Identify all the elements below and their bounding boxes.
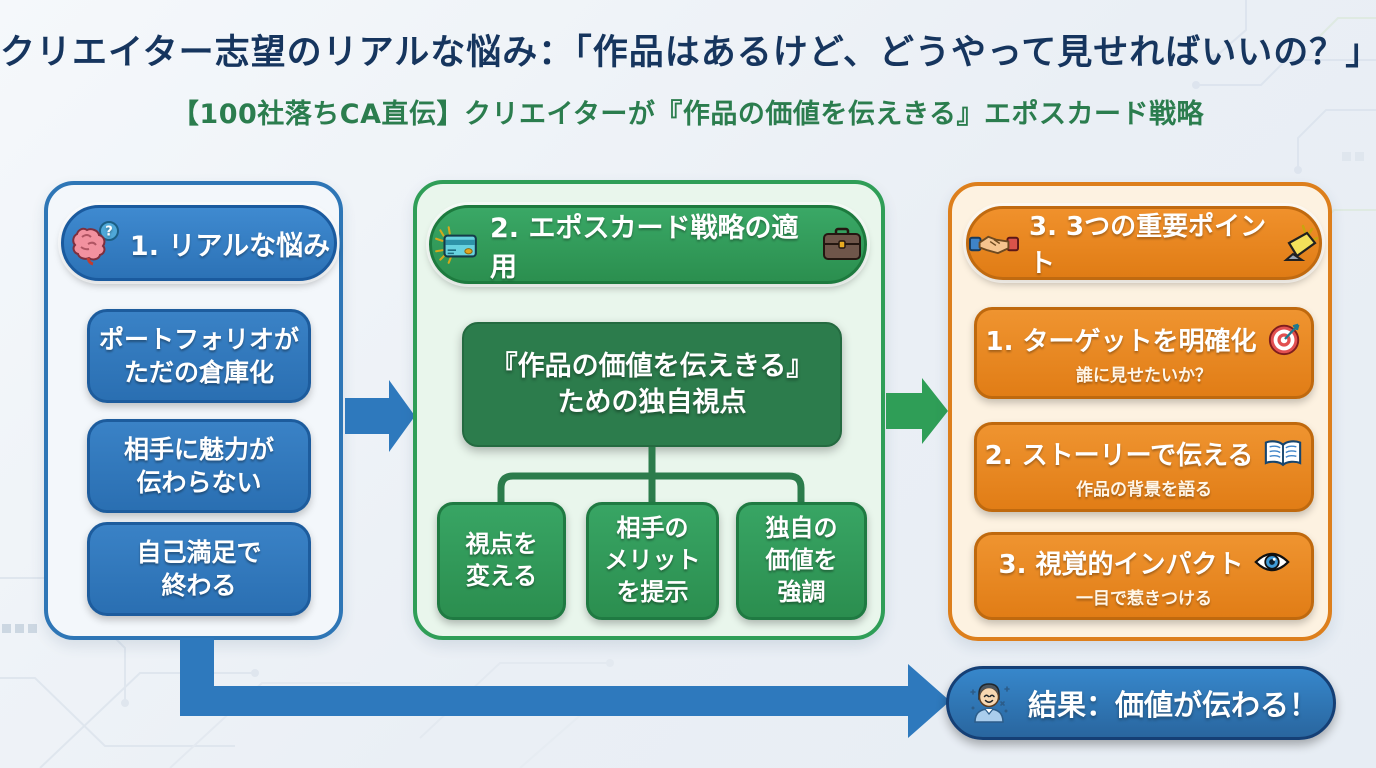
problem-item-3: 自己満足で 終わる (87, 522, 311, 616)
spotlight-icon (1279, 223, 1319, 263)
svg-text:?: ? (105, 225, 113, 240)
strategy-branch-2: 相手の メリット を提示 (586, 502, 719, 620)
point-item-1-title-row: 1. ターゲットを明確化 (985, 321, 1302, 358)
handshake-icon (969, 228, 1019, 259)
point-item-3-title: 3. 視覚的インパクト (998, 549, 1244, 580)
point-item-3-subtitle: 一目で惹きつける (1076, 588, 1212, 609)
strategy-branch-3: 独自の 価値を 強調 (736, 502, 867, 620)
strategy-branch-1: 視点を 変える (437, 502, 566, 620)
open-book-icon (1263, 439, 1303, 468)
point-item-1: 1. ターゲットを明確化 誰に見せたいか？ (974, 307, 1314, 399)
points-panel: 3. 3つの重要ポイント 1. ターゲットを明確化 (948, 182, 1332, 641)
brain-icon: ? (68, 220, 120, 266)
result-label: 結果：価値が伝わる！ (1027, 688, 1318, 722)
point-item-1-subtitle: 誰に見せたいか？ (1076, 365, 1212, 386)
point-item-3: 3. 視覚的インパクト 一目で惹きつける (974, 532, 1314, 620)
point-item-2-title: 2. ストーリーで伝える (984, 440, 1254, 471)
strategy-header-label: 2. エポスカード戦略の適用 (490, 212, 799, 283)
point-item-2-title-row: 2. ストーリーで伝える (985, 435, 1304, 472)
points-header-pill: 3. 3つの重要ポイント (966, 206, 1322, 280)
strategy-header-pill: 2. エポスカード戦略の適用 (429, 205, 867, 284)
strategy-core-box: 『作品の価値を伝えきる』 ための独自視点 (462, 322, 842, 447)
page-title: クリエイター志望のリアルな悩み：「作品はあるけど、どうやって見せればいいの？」 (0, 33, 1376, 73)
problem-item-1: ポートフォリオが ただの倉庫化 (87, 309, 311, 403)
strategy-panel: 2. エポスカード戦略の適用 『作品の価値を伝えきる』 ための独自視点 視点を … (413, 180, 885, 640)
credit-card-icon (432, 224, 480, 266)
points-header-label: 3. 3つの重要ポイント (1029, 212, 1267, 279)
target-icon (1267, 321, 1303, 357)
arrow-problems-to-strategy (345, 380, 415, 452)
arrow-strategy-to-points (886, 378, 948, 444)
problem-item-2: 相手に魅力が 伝わらない (87, 419, 311, 513)
problems-header-label: 1. リアルな悩み (129, 230, 331, 262)
arrow-to-result (180, 638, 950, 738)
problems-panel: ? 1. リアルな悩み ポートフォリオが ただの倉庫化 相手に魅力が 伝わらない… (44, 181, 343, 640)
strategy-connector-lines (497, 447, 805, 502)
happy-person-icon (964, 678, 1014, 728)
page-subtitle: 【100社落ちCA直伝】クリエイターが『作品の価値を伝えきる』エポスカード戦略 (171, 99, 1205, 130)
point-item-2-subtitle: 作品の背景を語る (1076, 479, 1212, 500)
point-item-1-title: 1. ターゲットを明確化 (985, 326, 1257, 357)
point-item-3-title-row: 3. 視覚的インパクト (998, 544, 1290, 581)
result-pill: 結果：価値が伝わる！ (946, 666, 1336, 740)
point-item-2: 2. ストーリーで伝える 作品の背景を語る (974, 422, 1314, 512)
problems-header-pill: ? 1. リアルな悩み (61, 205, 337, 281)
briefcase-icon (820, 226, 864, 264)
eye-icon (1253, 550, 1290, 574)
